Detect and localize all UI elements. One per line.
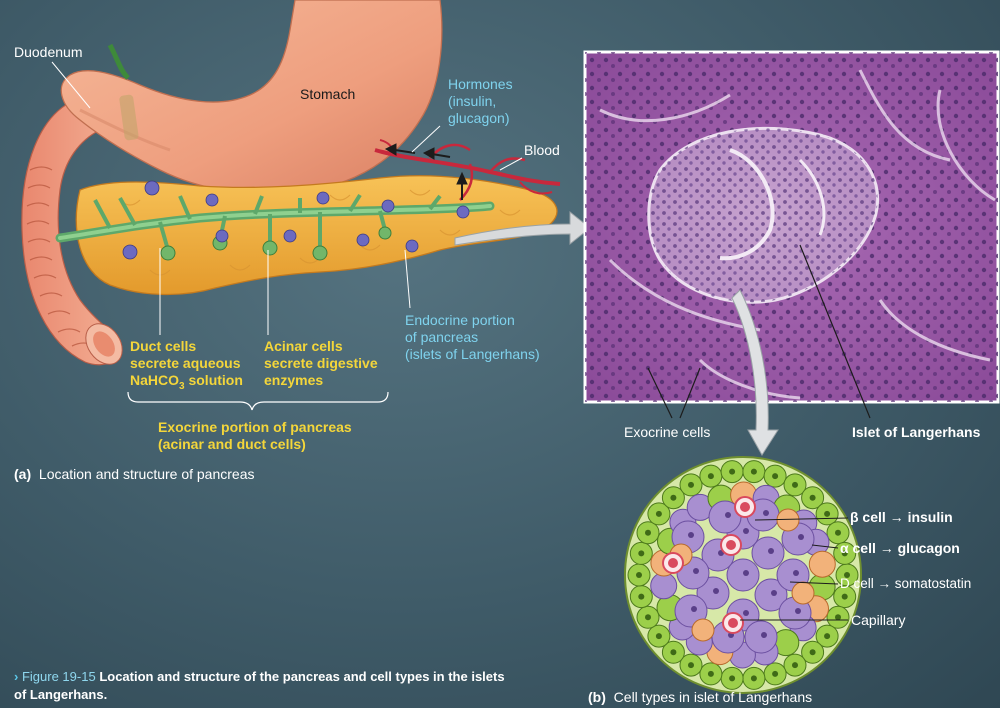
alpha-cell-nucleus [638,550,645,557]
alpha-cell-nucleus [792,481,798,488]
beta-cell [674,594,708,628]
duct-cells-label: Duct cells secrete aqueous NaHCO3 soluti… [130,338,243,392]
alpha-cell-nucleus [809,649,816,656]
d-cell [808,550,836,578]
acinar-cells-label: Acinar cells secrete digestive enzymes [264,338,378,388]
hormones-label: Hormones (insulin, glucagon) [448,76,513,126]
alpha-cell-nucleus [750,675,757,682]
capillary-lumen [668,558,678,568]
panel-b-label: (b) Cell types in islet of Langerhans [588,689,813,705]
alpha-cell-nucleus [670,649,677,656]
hormone-arrows [384,143,468,200]
capillary-lumen [728,618,738,628]
beta-cell-nucleus [771,590,777,596]
duodenum-label: Duodenum [14,44,83,60]
beta-cell [696,576,730,610]
capillary-lumen [740,502,750,512]
leader-lines-a [51,61,523,335]
beta-cell-nucleus [693,568,699,574]
alpha-cell-label: α cell → glucagon [840,540,960,556]
alpha-cell-nucleus [809,494,816,501]
duodenum-shape [21,99,123,366]
stomach-shape [60,0,443,195]
alpha-cell-nucleus [655,633,662,640]
exocrine-cells-label: Exocrine cells [624,424,711,440]
alpha-cell-nucleus [835,529,841,536]
exocrine-portion-label: Exocrine portion of pancreas (acinar and… [158,419,352,452]
capillary-lumen [726,540,736,550]
alpha-cell-nucleus [707,473,714,480]
beta-cell-nucleus [713,588,719,594]
beta-cell [744,620,778,654]
beta-cell [726,558,760,592]
d-cell [691,618,715,642]
figure-number: Figure 19-15 [21,669,96,684]
beta-cell [650,572,678,600]
alpha-cell-nucleus [841,593,848,600]
micrograph [583,50,1000,404]
magnification-arrow [454,210,591,246]
alpha-cell-nucleus [729,675,736,682]
beta-cell-nucleus [768,548,774,554]
alpha-cell-nucleus [636,572,642,578]
beta-cell [754,578,788,612]
beta-cell-label: β cell → insulin [850,509,953,525]
beta-cell-nucleus [793,570,799,576]
panel-a-label: (a) Location and structure of pancreas [14,466,255,482]
stomach-label: Stomach [300,86,356,102]
alpha-cell-nucleus [655,510,662,517]
beta-cell-nucleus [798,534,804,540]
islet-cell-diagram [624,456,862,694]
alpha-cell-nucleus [844,572,850,578]
caption-text: Location and structure of the pancreas a… [14,669,505,702]
beta-cell-nucleus [761,632,767,638]
figure-caption: › Figure 19-15 Location and structure of… [14,669,505,702]
alpha-cell-nucleus [792,662,798,669]
endocrine-label: Endocrine portion of pancreas (islets of… [405,312,540,362]
beta-cell-nucleus [725,512,731,518]
alpha-cell-nucleus [841,550,848,557]
alpha-cell-nucleus [772,473,779,480]
beta-cell-nucleus [688,532,694,538]
hormones-leader [411,125,441,153]
beta-cell-nucleus [691,606,697,612]
beta-cell [751,536,785,570]
d-cell [791,581,815,605]
alpha-cell-nucleus [707,670,714,677]
beta-cell-nucleus [743,570,749,576]
beta-cell-nucleus [743,528,749,534]
alpha-cell-nucleus [688,662,694,669]
alpha-cell-nucleus [824,633,831,640]
beta-cell-nucleus [743,610,749,616]
alpha-cell-nucleus [772,670,779,677]
d-cell-label: D cell → somatostatin [840,576,972,591]
alpha-cell-nucleus [688,481,694,488]
alpha-cell-nucleus [638,593,645,600]
alpha-cell-nucleus [750,468,757,475]
blood-label: Blood [524,142,560,158]
alpha-cell-nucleus [835,614,841,621]
islet-zoom-arrow [731,289,779,456]
beta-cell-nucleus [795,608,801,614]
alpha-cell-nucleus [729,468,736,475]
beta-cell-nucleus [763,510,769,516]
leader-lines-micro [647,244,871,419]
alpha-cell-nucleus [670,494,677,501]
pancreas-shape [55,175,558,296]
alpha-cell-nucleus [645,614,651,621]
d-cell [776,508,800,532]
alpha-cell-nucleus [645,529,651,536]
islet-of-langerhans-label: Islet of Langerhans [852,424,981,440]
alpha-cell-nucleus [824,510,831,517]
exocrine-bracket [127,391,389,411]
leader-lines-islet [740,517,849,621]
capillary-label: Capillary [851,612,906,628]
